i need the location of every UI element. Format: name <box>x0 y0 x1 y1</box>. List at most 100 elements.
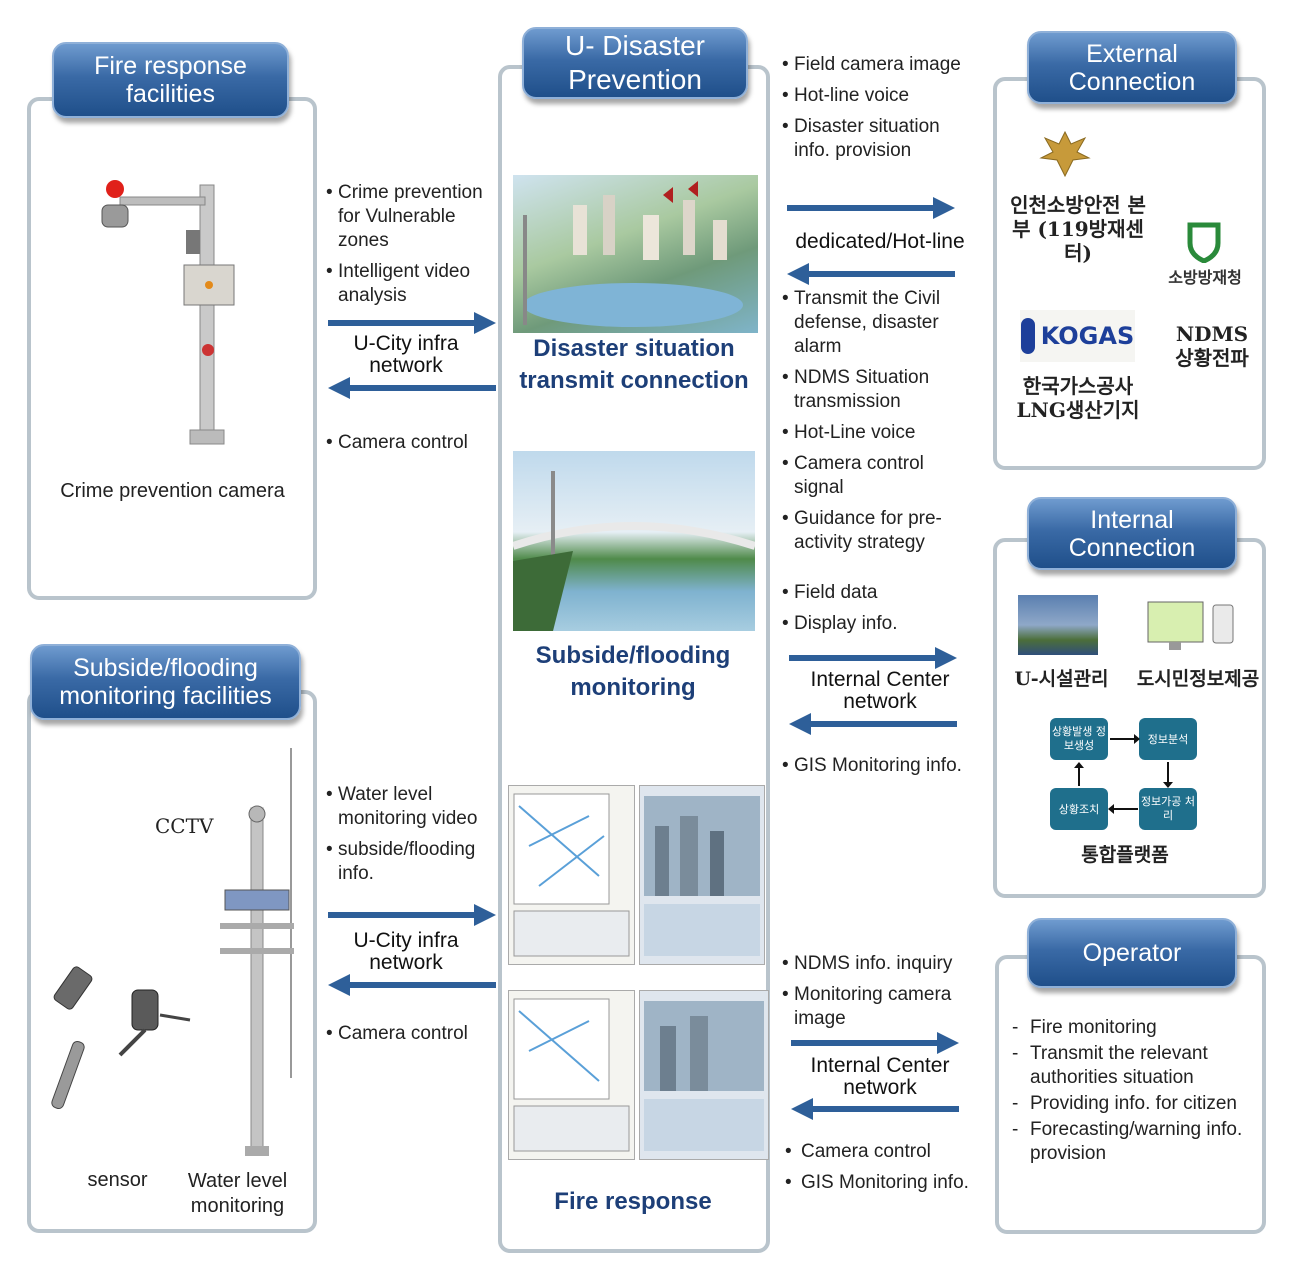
bullet-item: Monitoring camera image <box>782 983 982 1031</box>
internal-center-network-label: Internal Center network <box>810 1054 950 1099</box>
operator-task-list: Fire monitoring Transmit the relevant au… <box>1012 1016 1252 1168</box>
crime-camera-caption: Crime prevention camera <box>60 480 285 502</box>
left-bottom-bullets: Water level monitoring video subside/flo… <box>326 783 496 893</box>
external-connection-panel <box>993 77 1266 470</box>
bullet-item: Hot-Line voice <box>782 421 977 445</box>
kogas-label: 한국가스공사 LNG생산기지 <box>1016 374 1140 422</box>
kogas-logo-text: KOGAS <box>1040 322 1135 350</box>
operator-title: Operator <box>1082 939 1182 967</box>
subside-monitoring-label: Subside/flooding monitoring <box>535 642 731 701</box>
bullet-item: Display info. <box>782 612 977 636</box>
u-city-network-label: U-City infra network <box>353 332 459 377</box>
left-arrow-icon <box>328 377 496 399</box>
right-bottom-bullets: NDMS info. inquiry Monitoring camera ima… <box>782 952 982 1038</box>
fire-monitor-screen-4 <box>639 990 769 1160</box>
bullet-item: NDMS Situation transmission <box>782 366 977 414</box>
subside-facilities-title: Subside/flooding monitoring facilities <box>59 654 272 710</box>
flow-box-situation: 상황발생 정보생성 <box>1050 718 1108 760</box>
fire-monitor-screen-3 <box>508 990 635 1160</box>
flow-analysis-text: 정보분석 <box>1147 733 1189 746</box>
fire-monitor-screen-2 <box>639 785 765 965</box>
kogas-logo-mark <box>1020 318 1035 354</box>
operator-task-item: Providing info. for citizen <box>1012 1092 1252 1116</box>
bullet-item: Water level monitoring video <box>326 783 496 831</box>
left-arrow-icon <box>791 1098 959 1120</box>
right-arrow-icon <box>789 647 957 669</box>
u-city-network-label: U-City infra network <box>353 929 459 974</box>
right-bottom-bottom-bullets: Camera control GIS Monitoring info. <box>785 1140 990 1202</box>
bullet-item: Transmit the Civil defense, disaster ala… <box>782 287 977 359</box>
bullet-item: Field camera image <box>782 53 977 77</box>
integrated-platform-label: 통합플랫폼 <box>1081 844 1169 866</box>
u-disaster-tab: U- Disaster Prevention <box>522 27 748 99</box>
incheon-fire-hq-label: 인천소방안전 본부 (119방재센터) <box>1010 193 1146 265</box>
fire-facilities-panel <box>27 97 317 600</box>
fire-facilities-title: Fire response facilities <box>94 52 247 108</box>
bullet-item: GIS Monitoring info. <box>782 754 982 778</box>
left-arrow-icon <box>328 974 496 996</box>
flow-situation-text: 상황발생 정보생성 <box>1051 725 1107 752</box>
bullet-item: Camera control <box>785 1140 990 1164</box>
operator-task-item: Forecasting/warning info. provision <box>1012 1118 1252 1166</box>
left-top-control-bullets: Camera control <box>326 431 496 462</box>
bullet-item: Guidance for pre-activity strategy <box>782 507 977 555</box>
operator-task-item: Fire monitoring <box>1012 1016 1252 1040</box>
bullet-item: GIS Monitoring info. <box>785 1171 990 1195</box>
internal-connection-title: Internal Connection <box>1068 505 1196 562</box>
sensor-caption: sensor <box>87 1169 148 1191</box>
right-top-bottom-bullets: Transmit the Civil defense, disaster ala… <box>782 287 977 562</box>
flow-box-processing: 정보가공 처리 <box>1139 788 1197 830</box>
bullet-item: subside/flooding info. <box>326 838 496 886</box>
u-disaster-title: U- Disaster Prevention <box>564 30 705 95</box>
nema-shield-icon <box>1187 222 1221 263</box>
cctv-label: CCTV <box>155 814 214 838</box>
bullet-item: Crime prevention for Vulnerable zones <box>326 181 496 253</box>
bullet-item: Disaster situation info. provision <box>782 115 977 163</box>
subside-facilities-panel <box>27 690 317 1233</box>
city-aerial-image <box>513 175 758 333</box>
citizen-info-label: 도시민정보제공 <box>1136 668 1260 690</box>
fire-emblem-icon <box>1039 130 1091 178</box>
u-facility-screen-image <box>1018 595 1098 655</box>
fire-facilities-tab: Fire response facilities <box>52 42 289 118</box>
bullet-item: Intelligent video analysis <box>326 260 496 308</box>
bullet-item: NDMS info. inquiry <box>782 952 982 976</box>
left-bottom-control-bullets: Camera control <box>326 1022 496 1053</box>
crime-camera-pole-illustration <box>101 180 235 445</box>
subside-facilities-tab: Subside/flooding monitoring facilities <box>30 644 301 720</box>
operator-task-item: Transmit the relevant authorities situat… <box>1012 1042 1252 1090</box>
citizen-info-monitor-image <box>1143 600 1240 655</box>
internal-center-network-label: Internal Center network <box>810 668 950 713</box>
right-mid-bullets: Field data Display info. <box>782 581 977 643</box>
flow-box-analysis: 정보분석 <box>1139 718 1197 760</box>
fire-monitor-screen-1 <box>508 785 635 965</box>
kogas-logo: KOGAS <box>1020 310 1135 362</box>
right-arrow-icon <box>328 312 496 334</box>
right-arrow-icon <box>791 1032 959 1054</box>
bullet-item: Camera control <box>326 1022 496 1046</box>
operator-tab: Operator <box>1027 918 1237 988</box>
external-connection-tab: External Connection <box>1027 31 1237 104</box>
right-mid-bottom-bullets: GIS Monitoring info. <box>782 754 982 785</box>
flow-box-action: 상황조치 <box>1050 788 1108 830</box>
bullet-item: Field data <box>782 581 977 605</box>
right-arrow-icon <box>787 197 955 219</box>
bullet-item: Camera control signal <box>782 452 977 500</box>
ndms-label: NDMS 상황전파 <box>1175 322 1249 370</box>
bullet-item: Camera control <box>326 431 496 455</box>
flow-processing-text: 정보가공 처리 <box>1140 795 1196 822</box>
water-level-caption: Water level monitoring <box>187 1170 288 1217</box>
left-arrow-icon <box>787 263 955 285</box>
internal-connection-tab: Internal Connection <box>1027 497 1237 570</box>
nema-label: 소방방재청 <box>1168 268 1242 287</box>
left-top-bullets: Crime prevention for Vulnerable zones In… <box>326 181 496 315</box>
fire-response-label: Fire response <box>554 1188 712 1215</box>
bullet-item: Hot-line voice <box>782 84 977 108</box>
flow-arrows-icon <box>1074 734 1173 814</box>
right-top-bullets: Field camera image Hot-line voice Disast… <box>782 53 977 170</box>
u-facility-label: U-시설관리 <box>1014 668 1109 690</box>
flow-action-text: 상황조치 <box>1058 803 1100 816</box>
right-arrow-icon <box>328 904 496 926</box>
bridge-river-image <box>513 451 755 631</box>
disaster-transmit-label: Disaster situation transmit connection <box>519 335 749 394</box>
